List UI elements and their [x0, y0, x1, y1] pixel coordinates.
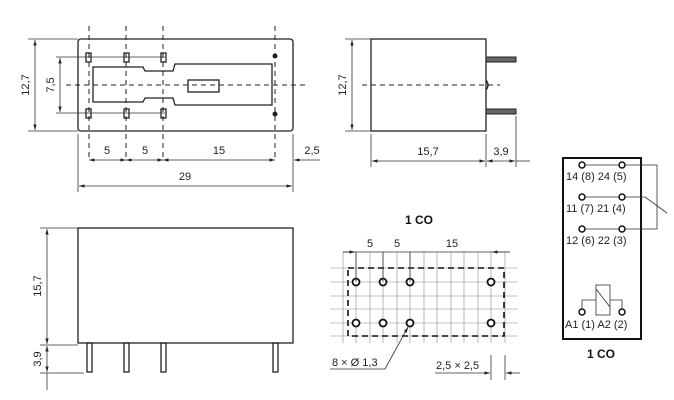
pcb-layout: 1 CO 5 5 15 8 × Ø 1,3 — [330, 213, 520, 380]
dim-offset-2-5: 2,5 — [304, 145, 319, 157]
top-window-slot — [187, 79, 220, 93]
relay-body-front — [77, 227, 294, 344]
pcb-pitch-5b: 5 — [394, 238, 400, 250]
coil-terminals: A1 (1) A2 (2) — [565, 319, 627, 331]
side-pin-upper — [485, 56, 517, 63]
pcb-footprint-outline — [347, 267, 505, 337]
dim-side-height: 12,7 — [337, 74, 349, 95]
dim-pitch-15: 15 — [213, 145, 225, 157]
dim-side-width: 15,7 — [417, 146, 438, 158]
pcb-layout-title: 1 CO — [405, 213, 433, 227]
top-view: 12,7 7,5 5 5 15 2,5 29 — [20, 26, 320, 192]
dim-front-height: 15,7 — [32, 275, 44, 296]
front-pins — [86, 342, 279, 373]
schematic-title: 1 CO — [587, 347, 615, 361]
contact-row-2: 11 (7) 21 (4) — [566, 203, 626, 215]
dim-length-29: 29 — [179, 171, 191, 183]
dim-pitch-5a: 5 — [104, 145, 110, 157]
side-pin-lower — [485, 108, 517, 115]
front-view: 15,7 3,9 — [32, 227, 294, 390]
schematic-frame — [562, 157, 642, 340]
dim-height-12-7: 12,7 — [20, 74, 32, 95]
pcb-hole-note: 8 × Ø 1,3 — [332, 357, 378, 369]
dim-front-pin: 3,9 — [32, 351, 44, 366]
contact-row-1: 14 (8) 24 (5) — [566, 171, 627, 183]
dim-pin-row-7-5: 7,5 — [45, 77, 57, 92]
pcb-pitch-5a: 5 — [367, 238, 373, 250]
schematic: 14 (8) 24 (5) 11 (7) 21 (4) 12 (6) 22 (3… — [562, 157, 668, 361]
pcb-grid-note: 2,5 × 2,5 — [436, 360, 479, 372]
side-view: 12,7 15,7 3,9 — [337, 38, 530, 167]
dim-pitch-5b: 5 — [142, 145, 148, 157]
top-window-outline — [92, 63, 273, 106]
dim-side-pin: 3,9 — [493, 146, 508, 158]
pcb-pitch-15: 15 — [446, 238, 458, 250]
pcb-holes — [351, 277, 496, 328]
contact-row-3: 12 (6) 22 (3) — [566, 235, 627, 247]
pcb-grid — [330, 252, 518, 343]
